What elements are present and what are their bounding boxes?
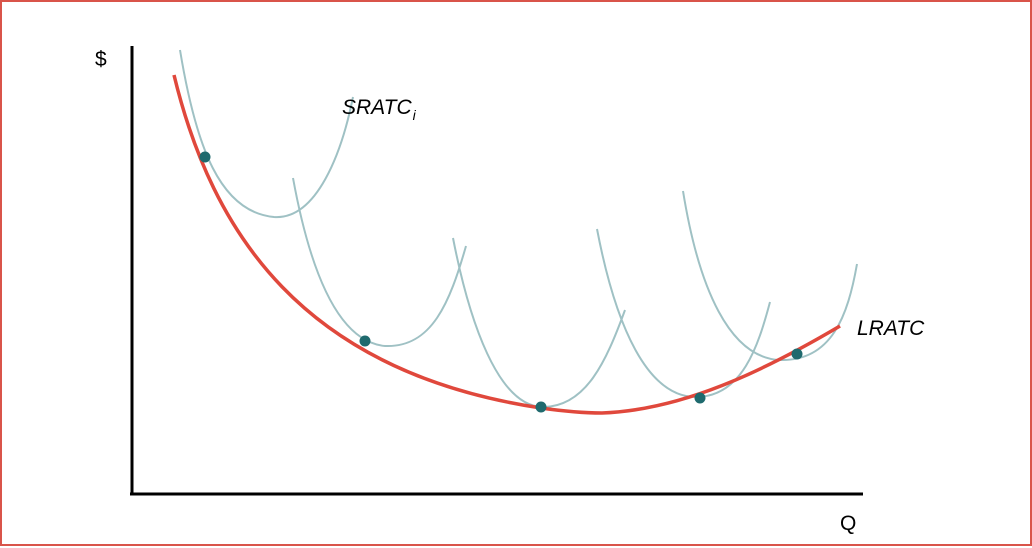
tangent-point-1	[199, 151, 211, 163]
sratc-curves	[179, 49, 858, 409]
tangent-point-2	[359, 335, 371, 347]
sratc-curve-1	[179, 49, 354, 219]
lratc-curve	[172, 74, 841, 415]
sratc-curve-5	[682, 190, 858, 362]
tangent-point-4	[694, 392, 706, 404]
sratc-label-main: SRATC	[342, 96, 412, 119]
sratc-label-subscript: i	[413, 107, 417, 123]
tangent-point-5	[791, 348, 803, 360]
sratc-curve-2	[292, 177, 467, 348]
x-axis-label: Q	[840, 512, 856, 535]
tangent-point-3	[535, 401, 547, 413]
sratc-curve-3	[452, 237, 626, 409]
tangent-points	[199, 151, 803, 413]
sratc-label: SRATCi	[342, 96, 417, 123]
lratc-label: LRATC	[857, 317, 925, 340]
y-axis-label: $	[95, 48, 107, 71]
